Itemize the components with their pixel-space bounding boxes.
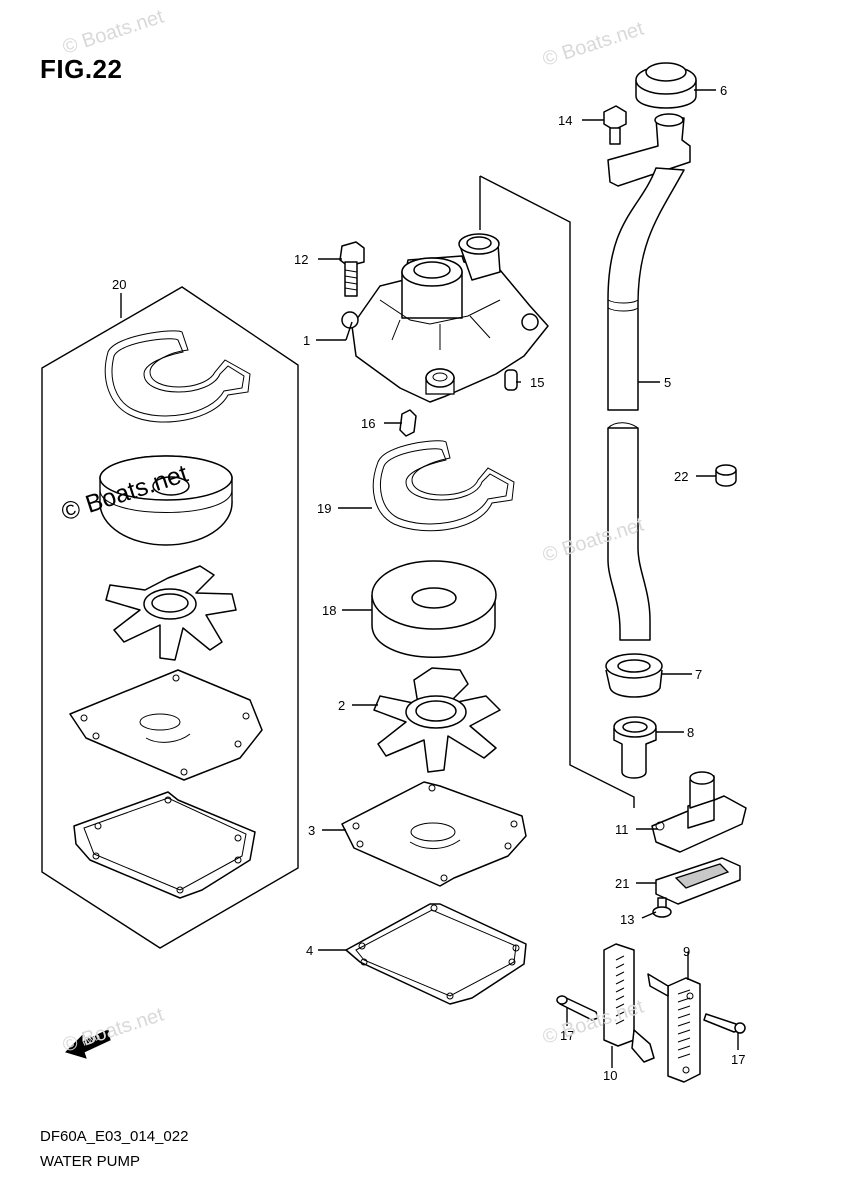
callout-7: 7 xyxy=(695,667,702,682)
bolt-14-part xyxy=(603,105,627,145)
kit-gasket-19-part xyxy=(104,330,251,423)
figure-caption: WATER PUMP xyxy=(40,1153,140,1170)
bushing-8-part xyxy=(613,716,657,779)
callout-6: 6 xyxy=(720,83,727,98)
plate-3-part xyxy=(341,781,527,887)
grommet-6-part xyxy=(635,62,697,109)
callout-8: 8 xyxy=(687,725,694,740)
leader-lines xyxy=(316,89,739,1068)
callout-22: 22 xyxy=(674,469,688,484)
housing-11-part xyxy=(651,771,747,853)
callout-4: 4 xyxy=(306,943,313,958)
pump-case-part xyxy=(341,233,549,403)
callout-5: 5 xyxy=(664,375,671,390)
kit-20-boundary xyxy=(41,286,299,949)
kit-impeller-2-part xyxy=(105,565,237,661)
callout-16: 16 xyxy=(361,416,375,431)
callout-1: 1 xyxy=(303,333,310,348)
screw-13-part xyxy=(652,897,672,918)
callout-19: 19 xyxy=(317,501,331,516)
callout-17-right: 17 xyxy=(731,1052,745,1067)
figure-code: DF60A_E03_014_022 xyxy=(40,1128,189,1145)
pin-15-part xyxy=(504,369,518,391)
strainer-21-part xyxy=(655,857,741,905)
ring-18-part xyxy=(371,560,497,658)
screw-17-left-part xyxy=(556,995,599,1021)
gasket-4-part xyxy=(345,903,527,1005)
callout-17-left: 17 xyxy=(560,1028,574,1043)
callout-3: 3 xyxy=(308,823,315,838)
callout-2: 2 xyxy=(338,698,345,713)
joint-22-part xyxy=(715,464,737,487)
grommet-7-part xyxy=(605,653,663,698)
callout-21: 21 xyxy=(615,876,629,891)
callout-11: 11 xyxy=(615,822,629,837)
callout-20: 20 xyxy=(112,277,126,292)
kit-gasket-4-part xyxy=(73,791,256,899)
key-16-part xyxy=(399,409,417,437)
kit-plate-3-part xyxy=(69,669,263,781)
bracket-9-part xyxy=(647,973,701,1083)
callout-10: 10 xyxy=(603,1068,617,1083)
callout-18: 18 xyxy=(322,603,336,618)
bracket-10-part xyxy=(603,943,655,1063)
callout-14: 14 xyxy=(558,113,572,128)
callout-15: 15 xyxy=(530,375,544,390)
assembly-boundary xyxy=(479,175,635,808)
figure-title: FIG.22 xyxy=(40,54,123,84)
gasket-19-part xyxy=(372,440,515,532)
bolt-12-part xyxy=(339,241,365,297)
callout-12: 12 xyxy=(294,252,308,267)
kit-ring-18-part xyxy=(99,455,233,546)
callout-13: 13 xyxy=(620,912,634,927)
callout-9: 9 xyxy=(683,944,690,959)
impeller-2-part xyxy=(373,667,501,773)
water-tube-5-part xyxy=(607,113,691,641)
screw-17-right-part xyxy=(703,1013,746,1034)
